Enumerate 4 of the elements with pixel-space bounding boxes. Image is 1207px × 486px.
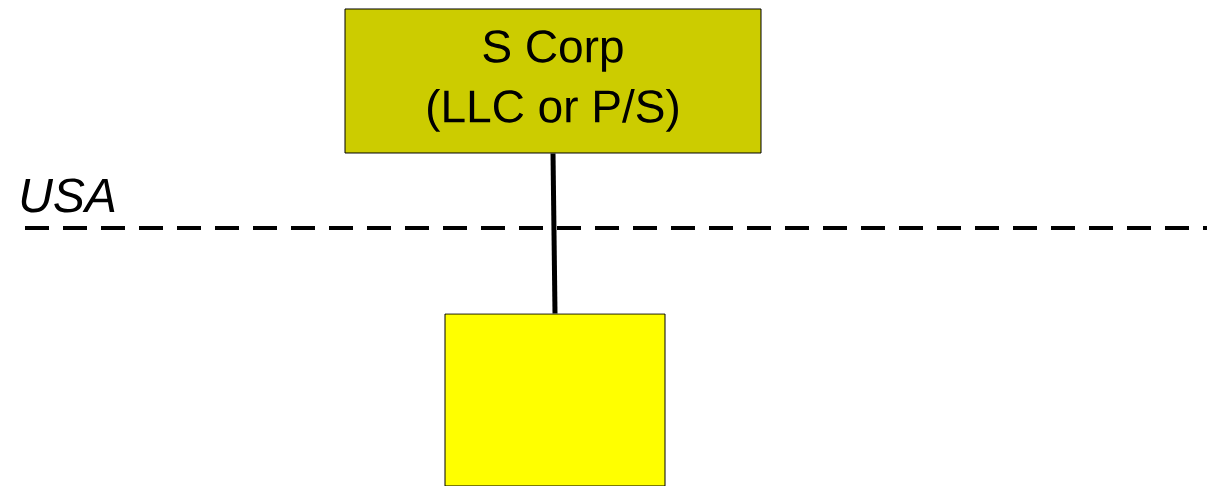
connector-line <box>550 153 558 314</box>
entity-box: S Corp (LLC or P/S) <box>344 8 762 154</box>
region-label: USA <box>21 178 115 213</box>
empty-box <box>444 313 666 486</box>
